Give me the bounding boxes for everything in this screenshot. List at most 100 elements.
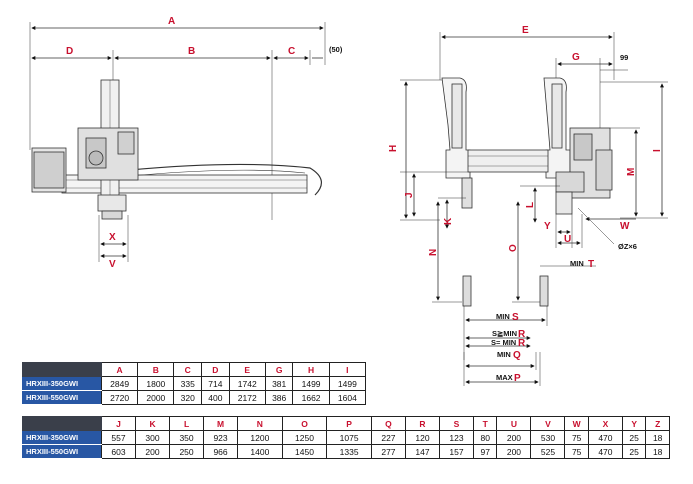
column-header-z: Z [645,416,670,431]
dim-label-n: N [428,249,439,256]
table-cell: 966 [203,444,239,459]
table-cell: 714 [201,376,230,391]
table-cell: 123 [438,430,474,445]
table-cell: 157 [438,444,474,459]
table-cell: 18 [645,430,670,445]
dim-label-j: J [404,192,415,198]
table-cell: 320 [173,390,203,405]
table-cell: 603 [100,444,137,459]
table-cell: 18 [645,444,670,459]
table-cell: 97 [472,444,498,459]
dim-label-99: 99 [620,53,628,62]
column-header-l: L [169,416,205,431]
svg-text:T: T [588,259,594,270]
model-name: HRXIII-550GWI [22,390,102,405]
dim-label-o: O [508,244,519,252]
svg-text:S= MIN: S= MIN [491,338,516,347]
dim-label-v: V [109,259,116,270]
model-name: HRXIII-350GWI [22,430,102,445]
dim-label-z: ØZ×6 [618,242,637,251]
svg-text:Q: Q [513,350,521,360]
column-header-q: Q [370,416,406,431]
table-cell: 25 [621,444,647,459]
column-header-y: Y [621,416,647,431]
table-cell: 1400 [237,444,283,459]
column-header-u: U [496,416,532,431]
dim-label-h: H [388,145,399,152]
column-header-a: A [100,362,139,377]
spec-table-1-corner [22,362,102,377]
column-header-t: T [472,416,498,431]
model-name: HRXIII-350GWI [22,376,102,391]
svg-text:S: S [512,312,519,323]
dim-label-e: E [522,25,529,36]
dim-label-b: B [188,46,195,57]
dim-label-i: I [652,149,663,152]
svg-text:R: R [518,338,526,349]
dim-label-t: MIN T [570,259,594,270]
column-header-e: E [228,362,266,377]
table-cell: 400 [201,390,230,405]
dim-label-a: A [168,16,175,27]
dim-label-p: MAX P [496,373,521,384]
front-view [400,32,668,360]
svg-text:MIN: MIN [497,350,511,359]
column-header-i: I [328,362,367,377]
table-cell: 2172 [228,390,266,405]
column-header-d: D [201,362,230,377]
dim-label-50: (50) [329,45,343,54]
table-cell: 200 [496,444,532,459]
dim-label-u: U [564,234,571,245]
table-cell: 1604 [328,390,367,405]
svg-text:MIN: MIN [496,312,510,321]
dim-label-y: Y [544,221,551,232]
table-cell: 1200 [237,430,283,445]
table-cell: 75 [564,430,589,445]
table-cell: 1250 [281,430,328,445]
dim-label-g: G [572,52,580,63]
model-name: HRXIII-550GWI [22,444,102,459]
table-cell: 557 [100,430,137,445]
dim-label-s: MIN S [496,312,519,323]
dim-label-x: X [109,232,116,243]
dim-label-d: D [66,46,73,57]
dim-label-c: C [288,46,295,57]
table-cell: 470 [587,430,623,445]
table-cell: 923 [203,430,239,445]
table-cell: 530 [530,430,566,445]
table-cell: 1499 [328,376,367,391]
table-cell: 250 [169,444,205,459]
column-header-j: J [100,416,137,431]
column-header-w: W [564,416,589,431]
column-header-x: X [587,416,623,431]
dim-label-q: MIN Q [497,350,521,360]
svg-text:P: P [514,373,521,384]
column-header-b: B [137,362,175,377]
table-cell: 1075 [326,430,372,445]
column-header-r: R [404,416,440,431]
table-cell: 277 [370,444,406,459]
column-header-c: C [173,362,203,377]
svg-text:R: R [518,329,526,340]
robot-dimension-drawing: A D B C (50) X V [29,16,668,360]
table-cell: 1742 [228,376,266,391]
dim-label-w: W [620,221,630,232]
column-header-v: V [530,416,566,431]
table-cell: 525 [530,444,566,459]
side-view [29,22,326,262]
table-cell: 227 [370,430,406,445]
bottom-dims: MAX P [463,352,541,386]
table-cell: 2849 [100,376,139,391]
svg-text:S≧MIN: S≧MIN [492,329,517,338]
table-cell: 1662 [292,390,330,405]
table-cell: 25 [621,430,647,445]
table-cell: 75 [564,444,589,459]
column-header-o: O [281,416,328,431]
table-cell: 200 [135,444,171,459]
svg-text:MAX: MAX [496,373,513,382]
column-header-m: M [203,416,239,431]
